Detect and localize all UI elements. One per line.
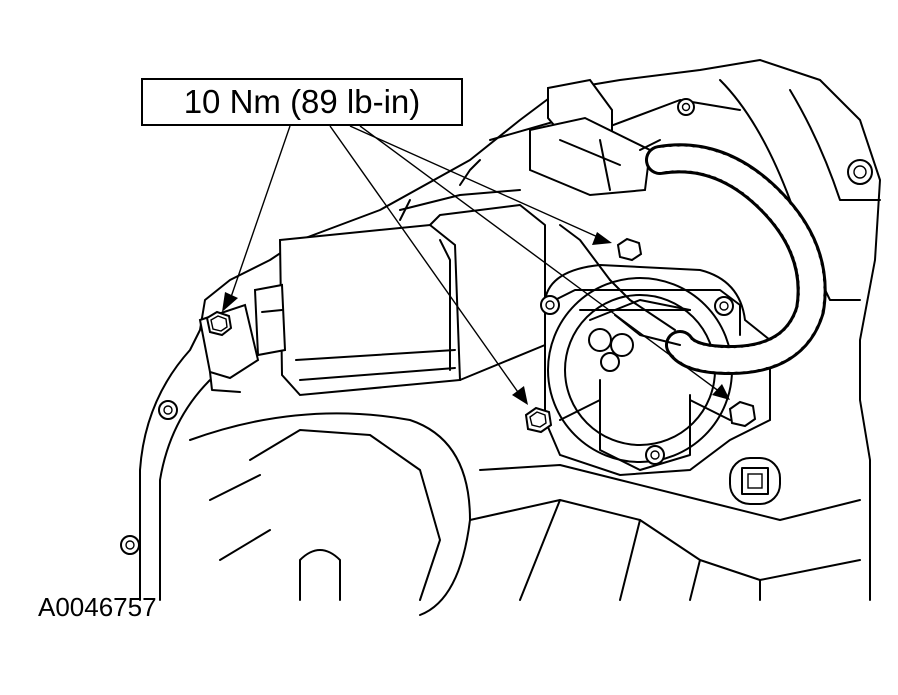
arrow-icon [592,232,612,245]
arrow-icon [512,386,528,405]
bolt-icon [728,400,757,428]
bolt-icon [616,237,643,262]
torque-callout: 10 Nm (89 lb-in) [141,78,463,126]
bolt-icon [205,310,233,337]
torque-bolts [205,237,757,434]
arrow-icon [222,292,238,312]
case-fasteners [120,98,873,555]
shift-motor [198,159,546,397]
bolt-icon [524,406,553,434]
wiring-loom [559,143,827,376]
torque-label: 10 Nm (89 lb-in) [183,83,421,120]
figure-id: A0046757 [38,592,157,622]
callout-leaders [222,125,730,405]
harness-connector [529,78,661,197]
arrow-icon [712,384,730,400]
